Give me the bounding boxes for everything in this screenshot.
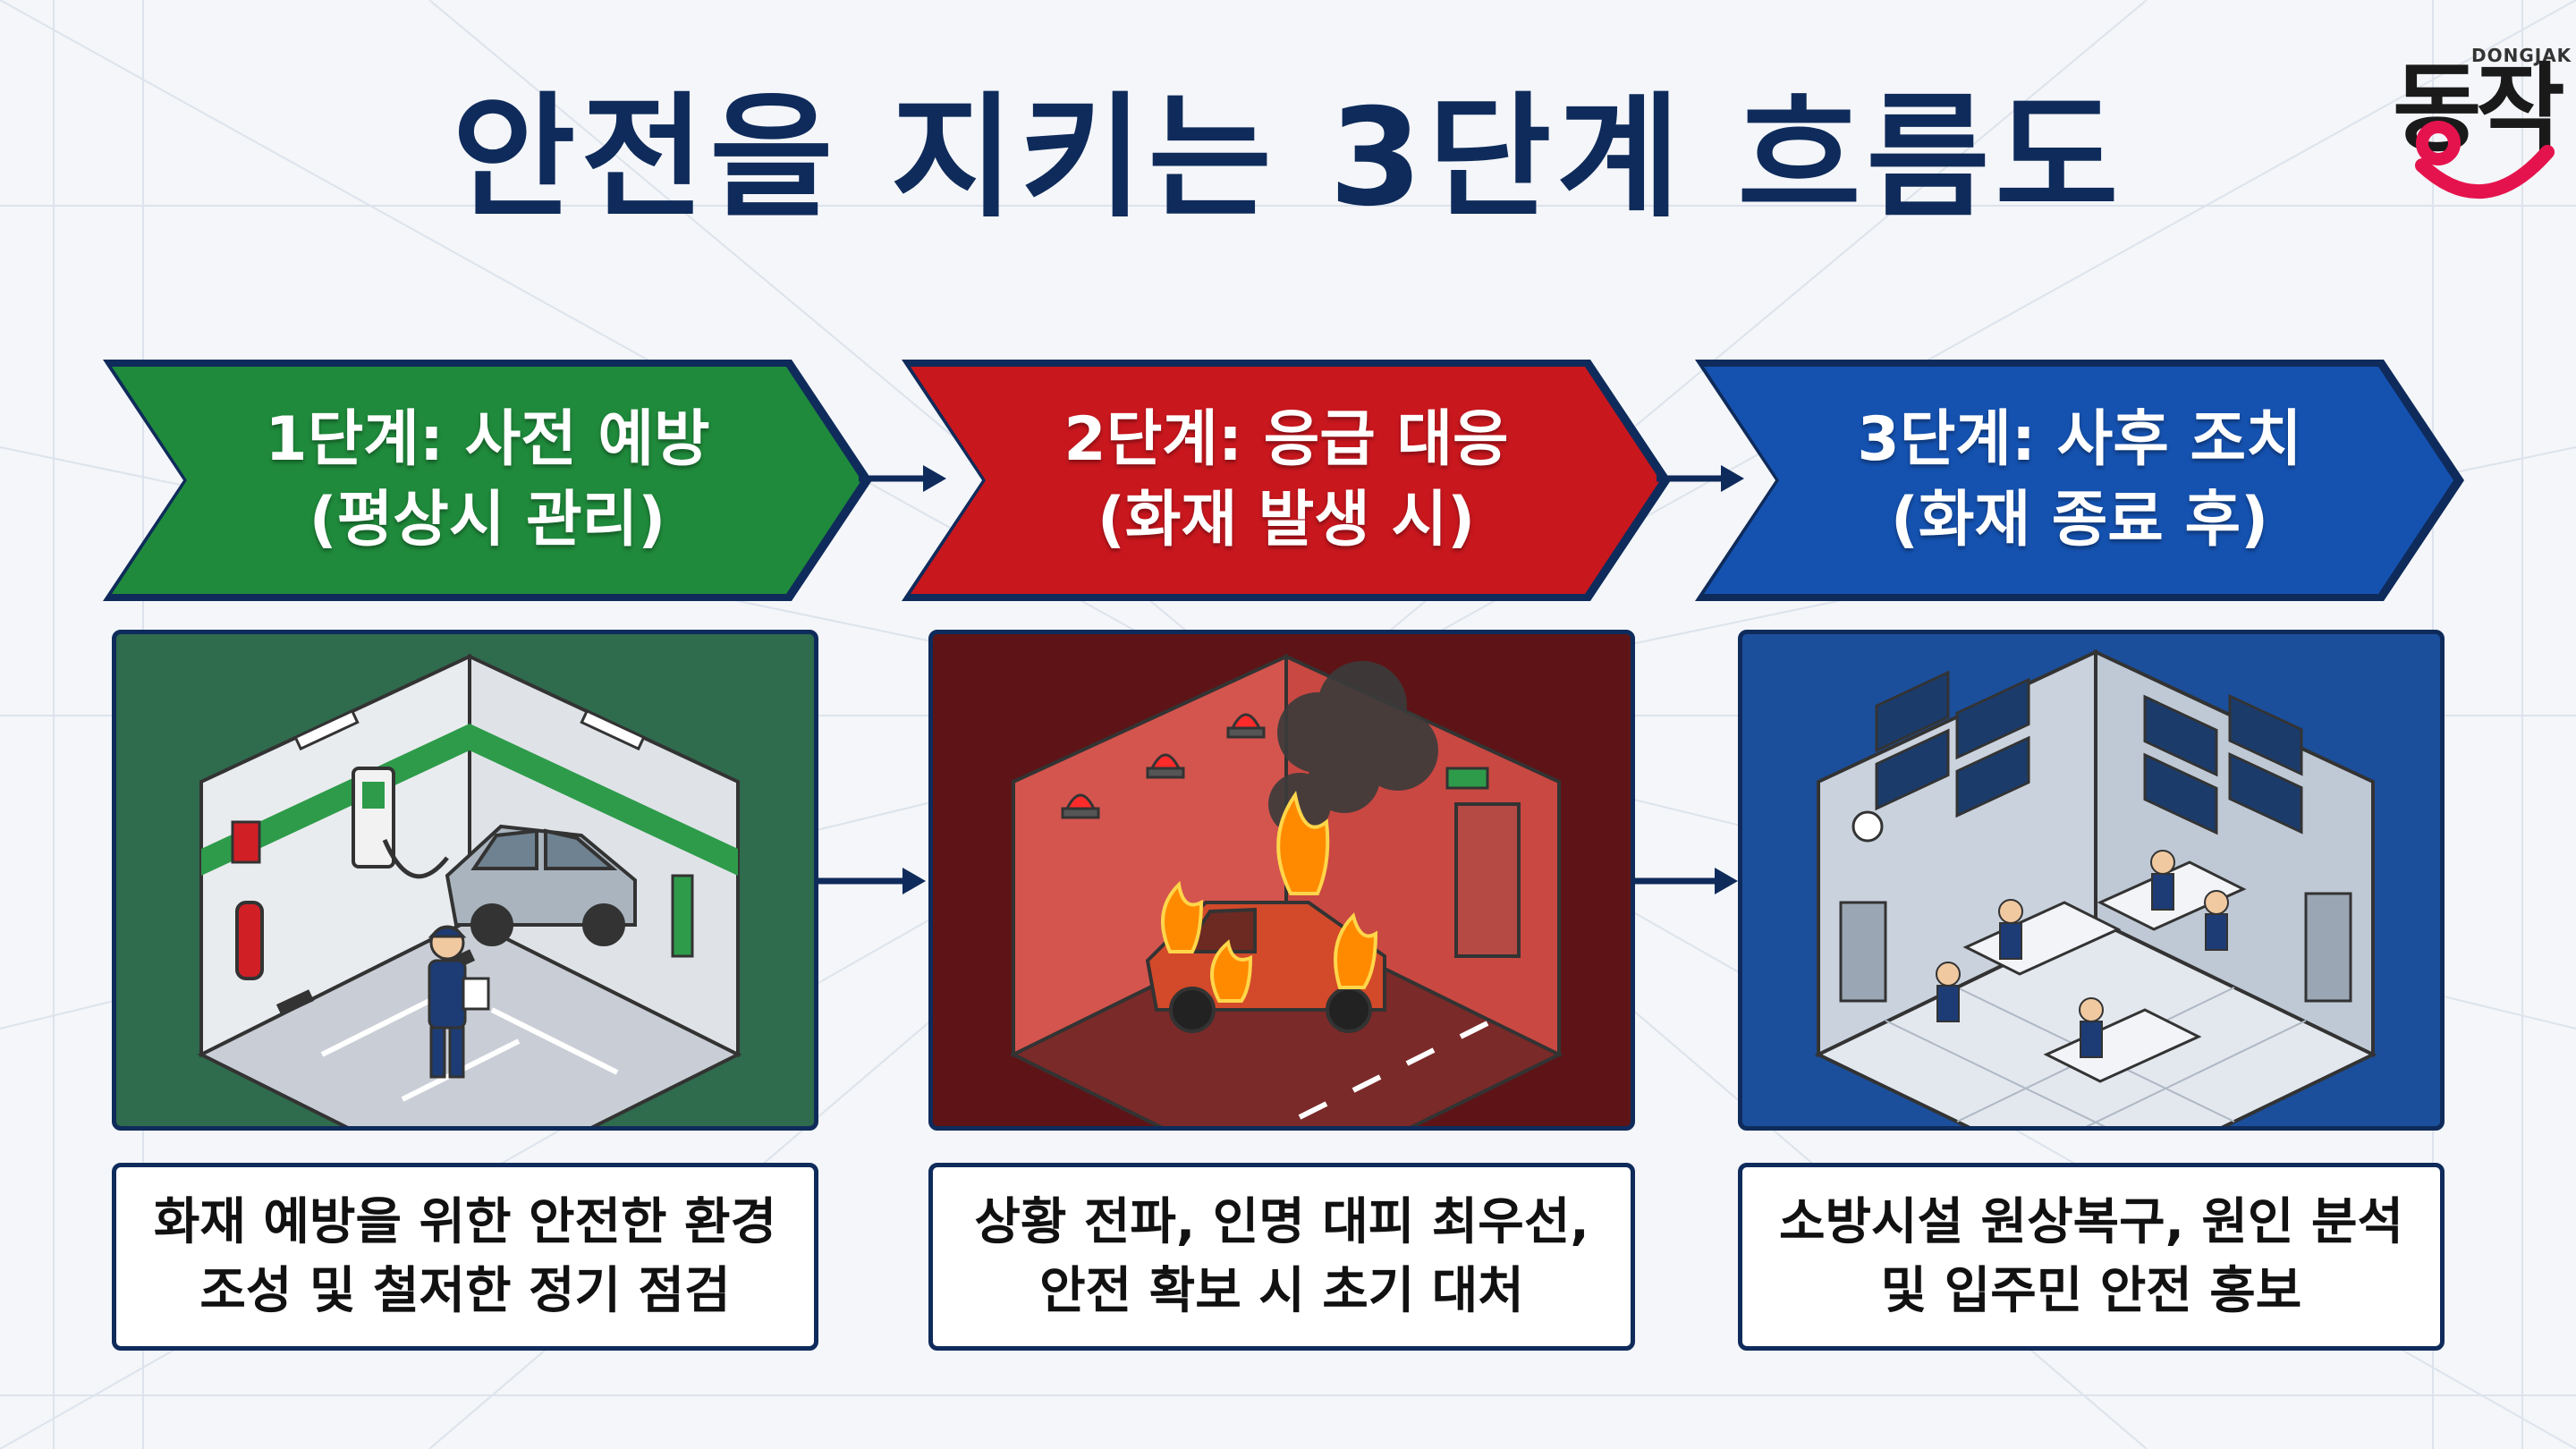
stage-2-subheading: (화재 발생 시) (1097, 485, 1476, 555)
stage-3-caption-line2: 및 입주민 안전 홍보 (1880, 1262, 2302, 1320)
chevron-arrow-green (103, 360, 872, 601)
stage-1-heading: 1단계: 사전 예방 (265, 404, 710, 476)
page-title: 안전을 지키는 3단계 흐름도 (452, 80, 2124, 236)
car-fire-alarm-icon (1009, 653, 1563, 1126)
stage-3-caption: 소방시설 원상복구, 원인 분석 및 입주민 안전 홍보 (1738, 1163, 2445, 1351)
logo-small-text: DONGJAK (2471, 45, 2572, 66)
stage-3-caption-line1: 소방시설 원상복구, 원인 분석 (1778, 1192, 2403, 1251)
stage-1-subheading: (평상시 관리) (309, 485, 666, 555)
stage-3-scene (1738, 630, 2445, 1131)
parking-garage-inspection-icon (197, 653, 742, 1126)
stage-2-banner: 2단계: 응급 대응 (화재 발생 시) (902, 360, 1671, 601)
stage-2-heading: 2단계: 응급 대응 (1063, 404, 1509, 476)
stage-1-caption-line1: 화재 예방을 위한 안전한 환경 (153, 1192, 777, 1251)
stage-3-banner: 3단계: 사후 조치 (화재 종료 후) (1695, 360, 2464, 601)
chevron-arrow-red (902, 360, 1671, 601)
stage-1-scene (112, 630, 818, 1131)
stage-1-caption: 화재 예방을 위한 안전한 환경 조성 및 철저한 정기 점검 (112, 1163, 818, 1351)
stage-2-scene (928, 630, 1635, 1131)
chevron-arrow-blue (1695, 360, 2464, 601)
stage-2-caption-line1: 상황 전파, 인명 대피 최우선, (974, 1192, 1589, 1251)
stage-1-banner: 1단계: 사전 예방 (평상시 관리) (103, 360, 872, 601)
stage-3-heading: 3단계: 사후 조치 (1857, 404, 2302, 476)
flow-arrow-icon (1628, 868, 1738, 894)
smile-icon (2415, 121, 2555, 199)
flow-arrow-icon (816, 868, 926, 894)
stage-1-caption-line2: 조성 및 철저한 정기 점검 (199, 1262, 731, 1320)
flow-arrow-icon (1657, 465, 1744, 492)
stage-2-caption: 상황 전파, 인명 대피 최우선, 안전 확보 시 초기 대처 (928, 1163, 1635, 1351)
stage-2-caption-line2: 안전 확보 시 초기 대처 (1039, 1262, 1524, 1320)
stage-3-subheading: (화재 종료 후) (1890, 485, 2269, 555)
flow-arrow-icon (859, 465, 946, 492)
control-room-recovery-icon (1814, 648, 2377, 1126)
